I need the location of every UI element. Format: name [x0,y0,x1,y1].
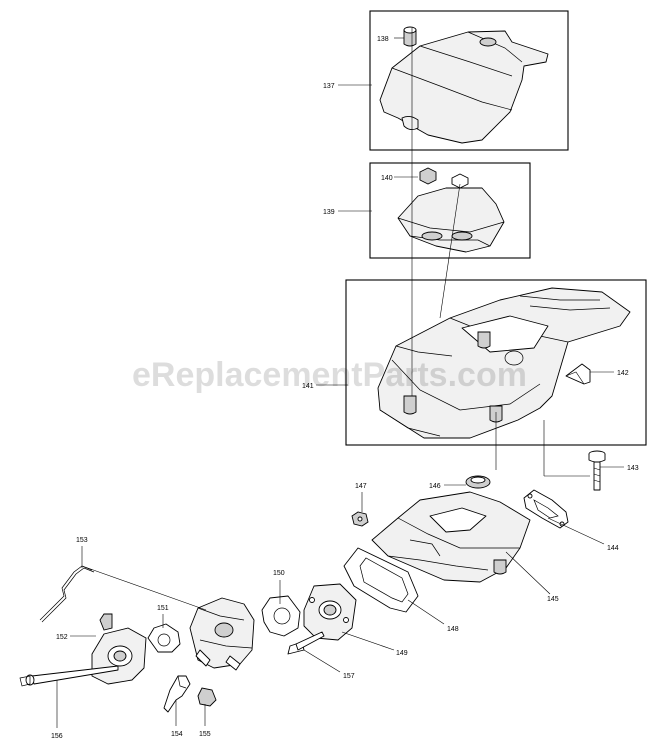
adapter-part-149 [303,583,357,641]
nut-part-140 [419,167,469,189]
leader-lines [56,28,624,728]
rod-part-153 [39,565,95,623]
plug-part-138 [403,26,417,47]
gasket-part-150 [261,595,301,637]
callout-137: 137 [323,83,335,90]
callout-147: 147 [355,483,367,490]
callout-139: 139 [323,209,335,216]
bracket-part-142 [565,363,591,385]
nut-part-147 [351,511,369,527]
callout-148: 148 [447,626,459,633]
callout-141: 141 [302,383,314,390]
top-cover-part-137 [379,30,549,144]
housing-part-141 [377,287,631,439]
air-box-base-part-145 [371,491,531,583]
carburetor-part [189,597,255,671]
gasket-part-151 [147,623,181,653]
intake-part-152 [91,613,147,685]
callout-labels: 137 138 139 140 141 142 143 144 145 146 … [51,36,639,740]
screw-part-143 [588,450,606,491]
callout-154: 154 [171,731,183,738]
callout-153: 153 [76,537,88,544]
callout-150: 150 [273,570,285,577]
lever-part-154 [163,675,191,713]
callout-140: 140 [381,175,393,182]
callout-149: 149 [396,650,408,657]
callout-138: 138 [377,36,389,43]
callout-157: 157 [343,673,355,680]
callout-143: 143 [627,465,639,472]
screw-part-157 [287,631,325,655]
callout-152: 152 [56,634,68,641]
callout-145: 145 [547,596,559,603]
group-box-139 [369,162,531,259]
gasket-part-148 [343,547,419,613]
watermark-text: eReplacementParts.com [132,356,527,394]
callout-151: 151 [157,605,169,612]
boot-part-155 [197,687,217,707]
grommet-part-146 [465,475,491,489]
callout-142: 142 [617,370,629,377]
callout-146: 146 [429,483,441,490]
bolt-part-156 [19,665,119,687]
group-box-137 [369,10,569,151]
callout-144: 144 [607,545,619,552]
gasket-part-144 [523,489,569,529]
callout-156: 156 [51,733,63,740]
air-filter-part-139 [397,187,505,253]
callout-155: 155 [199,731,211,738]
